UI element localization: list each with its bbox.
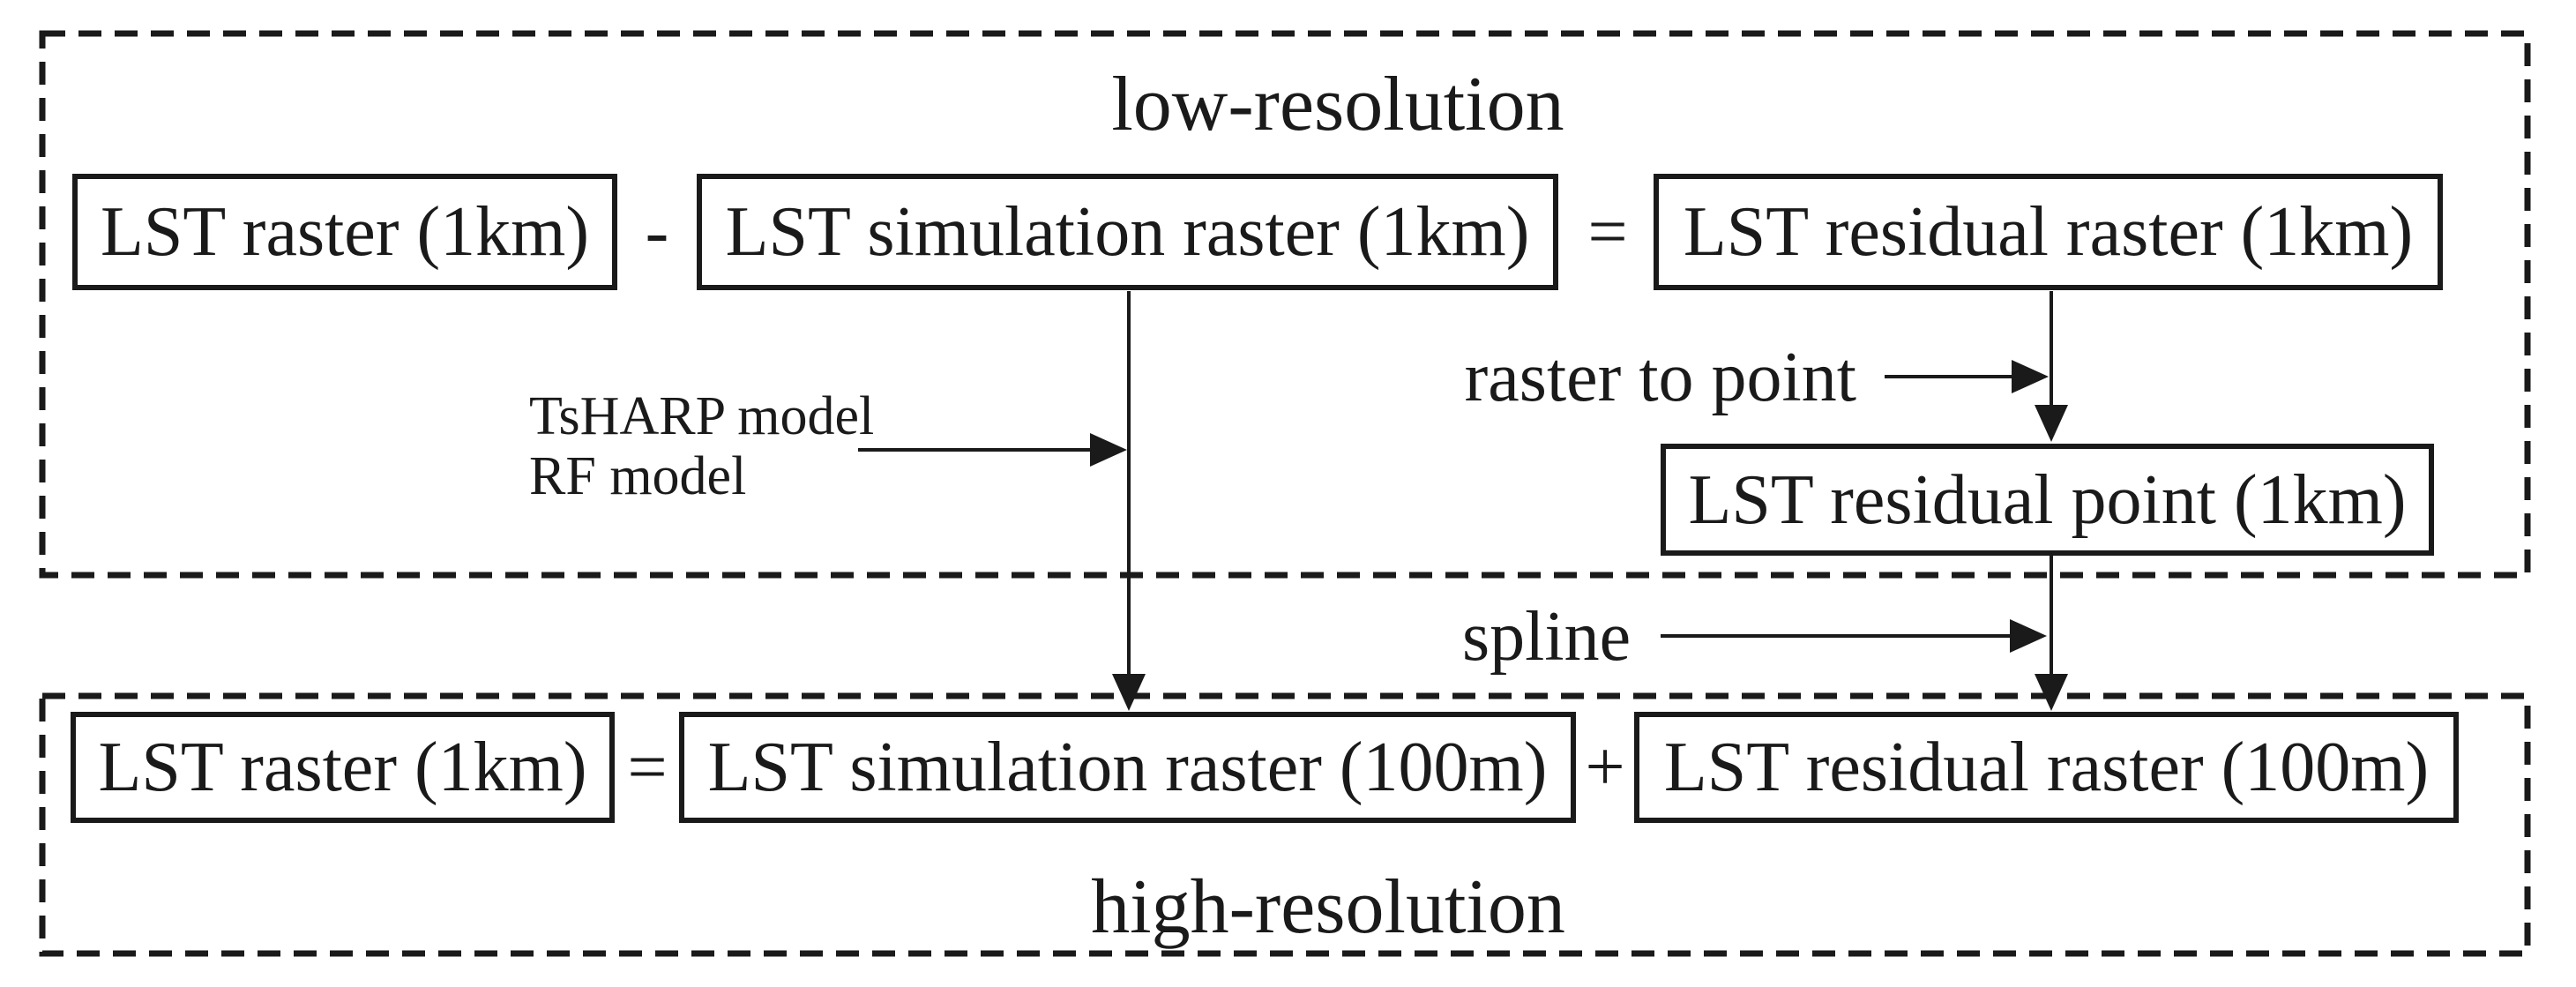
high-resolution-title: high-resolution — [1091, 864, 1565, 950]
minus-operator: - — [645, 193, 669, 271]
box-lst-residual-raster-100m: LST residual raster (100m) — [1634, 712, 2459, 823]
model-label-line2: RF model — [529, 446, 747, 506]
box-lst-residual-raster-1km: LST residual raster (1km) — [1654, 174, 2443, 290]
raster-to-point-arrowhead — [2012, 360, 2049, 393]
model-label-line1: TsHARP model — [529, 386, 875, 446]
equals-operator-top: = — [1587, 193, 1628, 271]
point-to-residual-raster-arrowhead — [2035, 674, 2068, 711]
low-resolution-panel-border — [39, 30, 2531, 579]
box-lst-raster-1km: LST raster (1km) — [72, 174, 617, 290]
simulation-vertical-arrowhead — [1112, 674, 1146, 711]
box-lst-residual-point-1km: LST residual point (1km) — [1661, 444, 2434, 556]
high-resolution-panel-border — [39, 692, 2531, 957]
plus-operator: + — [1585, 729, 1625, 806]
box-lst-raster-1km-bottom: LST raster (1km) — [71, 712, 615, 823]
raster-to-point-label: raster to point — [1464, 339, 1856, 416]
equals-operator-bottom: = — [627, 729, 668, 806]
residual-raster-to-point-arrowhead — [2035, 405, 2068, 442]
model-arrowhead — [1090, 433, 1127, 467]
spline-arrowhead — [2010, 619, 2047, 653]
model-label: TsHARP model RF model — [529, 386, 874, 506]
box-lst-simulation-raster-1km: LST simulation raster (1km) — [697, 174, 1558, 290]
box-lst-simulation-raster-100m: LST simulation raster (100m) — [679, 712, 1576, 823]
low-resolution-title: low-resolution — [1111, 62, 1564, 147]
spline-label: spline — [1462, 598, 1631, 676]
